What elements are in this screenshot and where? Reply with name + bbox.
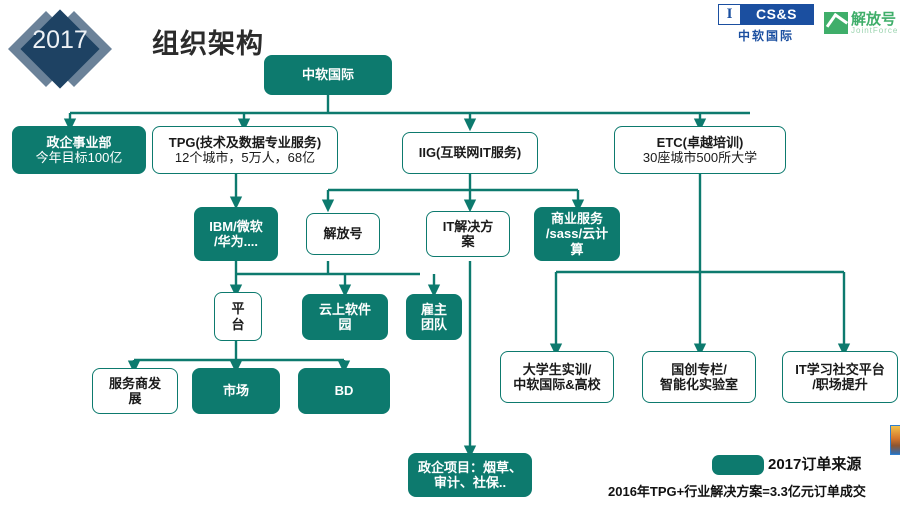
- node-bd[interactable]: BD: [298, 368, 390, 414]
- corner-thumbnail-icon: [890, 425, 900, 455]
- node-mkt[interactable]: 市场: [192, 368, 280, 414]
- year-label: 2017: [32, 26, 88, 54]
- node-itsol[interactable]: IT解决方案: [426, 211, 510, 257]
- node-ibm[interactable]: IBM/微软/华为....: [194, 207, 278, 261]
- node-text-line: 服务商发: [108, 375, 161, 391]
- node-text-line: 台: [231, 316, 245, 332]
- node-univ[interactable]: 大学生实训/中软国际&高校: [500, 351, 614, 403]
- node-text-line: 政企项目：烟草、: [417, 459, 522, 475]
- node-text-line: IT学习社交平台: [795, 361, 885, 377]
- jointforce-mark-icon: [824, 12, 848, 34]
- node-svc[interactable]: 服务商发展: [92, 368, 178, 414]
- csands-wordmark: CS&S: [756, 6, 797, 22]
- node-text-line: 中软国际: [301, 67, 354, 83]
- node-text-line: 算: [570, 241, 584, 257]
- node-text-line: 雇主: [420, 301, 447, 317]
- node-gov[interactable]: 政企事业部今年目标100亿: [12, 126, 146, 174]
- node-gc[interactable]: 国创专栏/智能化实验室: [642, 351, 756, 403]
- node-text-line: /sass/云计: [545, 226, 609, 242]
- node-text-line: 12个城市，5万人，68亿: [174, 150, 316, 165]
- node-text-line: 园: [338, 317, 352, 332]
- node-text-line: IIG(互联网IT服务): [418, 145, 522, 161]
- node-text-line: 平: [231, 301, 245, 317]
- node-text-line: 云上软件: [318, 301, 371, 317]
- node-text-line: 审计、社保..: [433, 475, 507, 490]
- node-govproj[interactable]: 政企项目：烟草、审计、社保..: [408, 453, 532, 497]
- node-text-line: TPG(技术及数据专业服务): [168, 134, 322, 150]
- page-title: 组织架构: [152, 29, 264, 59]
- node-text-line: 智能化实验室: [659, 377, 738, 392]
- node-text-line: 市场: [222, 383, 249, 399]
- node-text-line: /职场提升: [812, 377, 868, 392]
- legend-swatch: [712, 455, 764, 475]
- legend-title: 2017订单来源: [768, 456, 862, 473]
- node-tpg[interactable]: TPG(技术及数据专业服务)12个城市，5万人，68亿: [152, 126, 338, 174]
- node-etc[interactable]: ETC(卓越培训)30座城市500所大学: [614, 126, 786, 174]
- csands-i-mark: I: [719, 5, 740, 24]
- csands-chinese-name: 中软国际: [737, 29, 794, 43]
- node-text-line: BD: [334, 383, 354, 399]
- node-text-line: 中软国际&高校: [513, 377, 601, 392]
- node-text-line: IT解决方: [442, 218, 494, 234]
- jointforce-english-name: JointForce: [851, 25, 899, 35]
- node-text-line: /华为....: [213, 234, 259, 249]
- csands-wordmark-row: I CS&S: [718, 4, 814, 25]
- node-text-line: 商业服务: [550, 211, 603, 226]
- node-biz[interactable]: 商业服务/sass/云计算: [534, 207, 620, 261]
- jointforce-logo: 解放号 JointForce: [824, 6, 898, 40]
- node-text-line: ETC(卓越培训): [656, 134, 744, 150]
- node-text-line: 团队: [420, 317, 447, 332]
- node-text-line: IBM/微软: [209, 218, 263, 234]
- node-text-line: 30座城市500所大学: [642, 150, 758, 165]
- node-iig[interactable]: IIG(互联网IT服务): [402, 132, 538, 174]
- node-itlearn[interactable]: IT学习社交平台/职场提升: [782, 351, 898, 403]
- node-text-line: 国创专栏/: [671, 361, 727, 377]
- jointforce-chinese-name: 解放号: [851, 10, 897, 28]
- node-text-line: 今年目标100亿: [35, 150, 123, 165]
- node-plat[interactable]: 平台: [214, 292, 262, 341]
- node-text-line: 政企事业部: [46, 134, 112, 150]
- node-text-line: 案: [461, 234, 475, 249]
- jointforce-text: 解放号 JointForce: [851, 12, 898, 35]
- node-emp[interactable]: 雇主团队: [406, 294, 462, 340]
- node-jiefang[interactable]: 解放号: [306, 213, 380, 255]
- node-text-line: 解放号: [323, 226, 363, 242]
- csands-logo: I CS&S 中软国际: [718, 4, 814, 44]
- node-cloud[interactable]: 云上软件园: [302, 294, 388, 340]
- node-text-line: 大学生实训/: [522, 361, 592, 377]
- year-diamond-badge: [4, 0, 116, 98]
- node-text-line: 展: [128, 391, 142, 406]
- node-root[interactable]: 中软国际: [264, 55, 392, 95]
- legend-note: 2016年TPG+行业解决方案=3.3亿元订单成交: [608, 484, 866, 499]
